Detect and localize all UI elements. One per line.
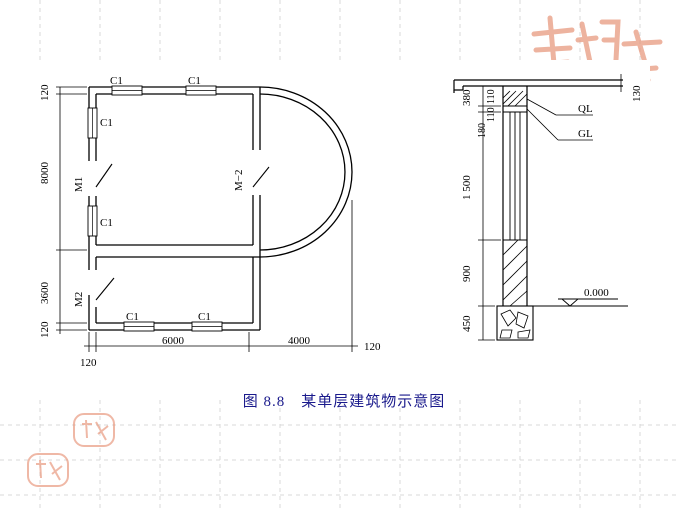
label-ql: QL [578, 103, 593, 115]
figure-panel: 120 8000 3600 120 C1 C1 C1 C1 C1 C1 M1 M… [38, 60, 650, 410]
dim-900: 900 [461, 265, 473, 282]
dim-180: 180 [477, 123, 488, 138]
decorative-seal-small-2 [27, 453, 69, 487]
label-window-top-1: C1 [110, 75, 123, 87]
label-window-top-2: C1 [188, 75, 201, 87]
dim-left-3600: 3600 [39, 282, 51, 305]
wall-section [453, 74, 628, 341]
section-annotations: 380 110 180 110 1 500 900 450 130 QL GL … [461, 85, 643, 332]
dim-bottom-4000: 4000 [288, 335, 311, 347]
dim-bottom-6000: 6000 [162, 335, 185, 347]
dim-110: 110 [486, 89, 497, 104]
label-door-m2: M−2 [233, 170, 245, 191]
label-window-bottom-1: C1 [126, 311, 139, 323]
label-door-m2-lower: M2 [73, 292, 85, 307]
dim-450: 450 [461, 315, 473, 332]
dim-110b: 110 [486, 107, 497, 122]
label-window-bottom-2: C1 [198, 311, 211, 323]
dim-1500: 1 500 [461, 175, 473, 200]
label-elevation: 0.000 [584, 287, 609, 299]
dim-bottom-120: 120 [80, 357, 97, 369]
plan-annotations: 120 8000 3600 120 C1 C1 C1 C1 C1 C1 M1 M… [39, 75, 381, 369]
dim-left-top-120: 120 [39, 84, 51, 101]
dim-left-bottom-120: 120 [39, 321, 51, 338]
decorative-seal-small [73, 413, 115, 447]
label-gl: GL [578, 128, 593, 140]
label-window-left-lower: C1 [100, 217, 113, 229]
dim-left-8000: 8000 [39, 162, 51, 185]
figure-caption: 图 8.8 某单层建筑物示意图 [242, 394, 446, 410]
label-door-m1: M1 [73, 177, 85, 192]
dim-right-120: 120 [364, 341, 381, 353]
dim-380: 380 [461, 89, 473, 106]
drawing-canvas: 120 8000 3600 120 C1 C1 C1 C1 C1 C1 M1 M… [39, 74, 643, 369]
label-window-left-upper: C1 [100, 117, 113, 129]
dim-130: 130 [631, 85, 643, 102]
floor-plan [56, 85, 358, 352]
